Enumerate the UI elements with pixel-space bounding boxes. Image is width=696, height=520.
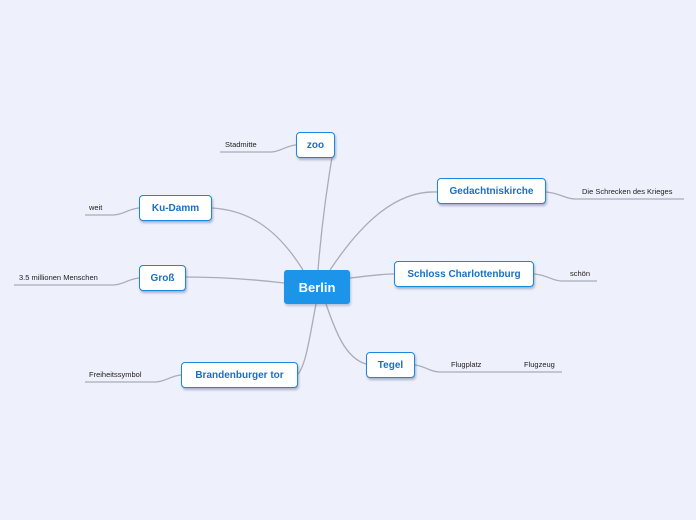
link-zoo: [317, 144, 335, 271]
link-schrecken: [545, 191, 684, 200]
note-freiheitssymbol[interactable]: Freiheitssymbol: [89, 370, 142, 379]
link-schloss: [349, 273, 395, 279]
link-weit: [85, 207, 140, 216]
central-topic-berlin[interactable]: Berlin: [284, 270, 350, 304]
note-weit[interactable]: weit: [89, 203, 103, 212]
link-gedachtniskirche: [329, 191, 438, 271]
topic-tegel[interactable]: Tegel: [366, 352, 415, 378]
topic-ku-damm[interactable]: Ku-Damm: [139, 195, 212, 221]
link-menschen: [14, 277, 140, 286]
link-stadtmitte: [220, 144, 297, 153]
link-freiheit: [85, 374, 182, 383]
link-brandenburger: [297, 303, 317, 375]
link-schoen: [533, 273, 597, 282]
topic-brandenburger-tor[interactable]: Brandenburger tor: [181, 362, 298, 388]
note-flugzeug[interactable]: Flugzeug: [524, 360, 555, 369]
link-flugplatz: [414, 364, 562, 373]
note-schoen[interactable]: schön: [570, 269, 591, 278]
note-flugplatz[interactable]: Flugplatz: [451, 360, 482, 369]
topic-zoo[interactable]: zoo: [296, 132, 335, 158]
topic-schloss-charlottenburg[interactable]: Schloss Charlottenburg: [394, 261, 534, 287]
link-gross: [185, 276, 285, 284]
note-stadtmitte[interactable]: Stadmitte: [225, 140, 257, 149]
topic-gross[interactable]: Groß: [139, 265, 186, 291]
link-tegel: [325, 303, 367, 365]
topic-gedachtniskirche[interactable]: Gedachtniskirche: [437, 178, 546, 204]
note-schrecken-des-krieges[interactable]: Die Schrecken des Krieges: [582, 187, 673, 196]
note-menschen[interactable]: 3.5 millionen Menschen: [19, 273, 98, 282]
link-ku-damm: [211, 207, 304, 271]
